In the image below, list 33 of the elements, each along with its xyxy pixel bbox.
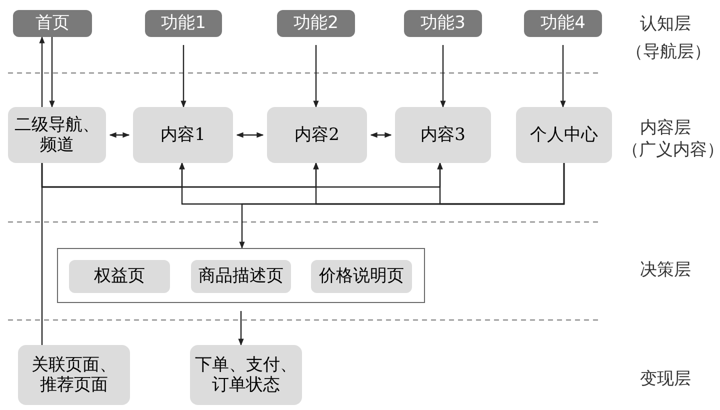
arrow (440, 45, 446, 108)
layer-label: 认知层 (640, 13, 691, 35)
content-box: 内容3 (395, 107, 491, 163)
navigation-tab: 功能3 (404, 10, 482, 37)
navigation-tab: 功能2 (277, 10, 355, 37)
arrow (239, 163, 565, 249)
arrow (109, 132, 130, 138)
content-box: 关联页面、推荐页面 (18, 345, 130, 405)
content-box: 内容2 (267, 107, 367, 163)
arrow (560, 45, 566, 108)
layer-label: （广义内容） (622, 139, 720, 161)
page-box: 商品描述页 (191, 260, 291, 293)
layer-label: 变现层 (640, 368, 691, 390)
page-box: 价格说明页 (311, 260, 412, 293)
layer-label: 内容层 (640, 117, 691, 139)
layer-label: （导航层） (626, 41, 711, 63)
content-box: 二级导航、频道 (8, 107, 106, 163)
navigation-tab: 功能4 (524, 10, 602, 37)
arrow (236, 132, 264, 138)
content-box: 内容1 (133, 107, 233, 163)
navigation-tab: 功能1 (145, 10, 222, 37)
arrow (313, 45, 319, 108)
arrow (39, 36, 45, 107)
arrow (370, 132, 392, 138)
arrow (180, 45, 186, 108)
arrow (49, 37, 55, 108)
page-box: 权益页 (69, 260, 170, 293)
layer-label: 决策层 (640, 259, 691, 281)
content-box: 下单、支付、订单状态 (190, 345, 302, 405)
navigation-tab: 首页 (13, 10, 92, 37)
decision-group-box (57, 248, 425, 303)
content-box: 个人中心 (516, 107, 612, 163)
arrow (238, 311, 244, 346)
